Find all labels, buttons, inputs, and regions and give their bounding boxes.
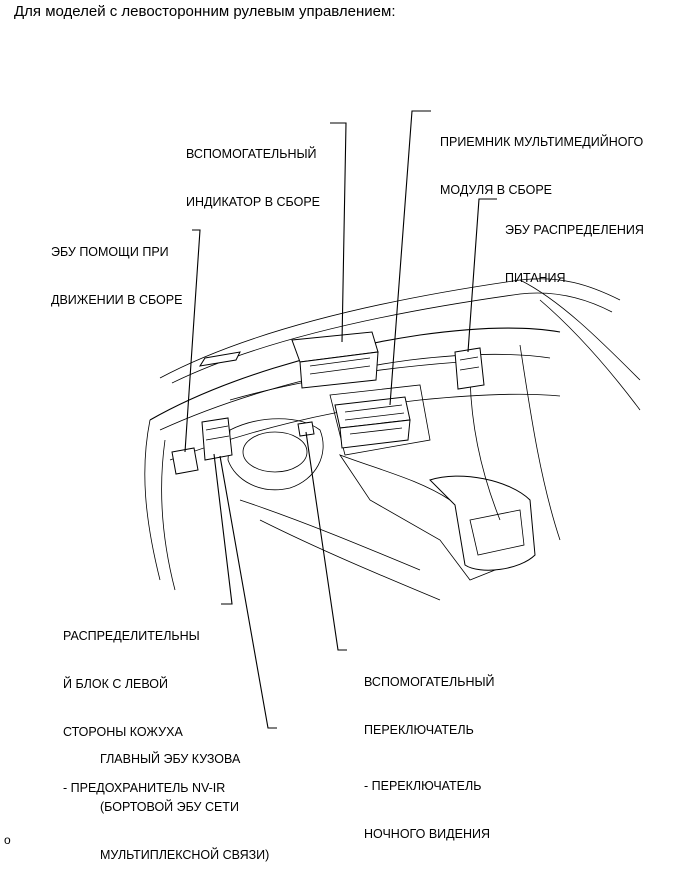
center-stack xyxy=(329,384,431,456)
console-lid-line xyxy=(469,509,525,556)
multimedia-receiver-body xyxy=(339,419,411,449)
label-multimedia-receiver: ПРИЕМНИК МУЛЬТИМЕДИЙНОГО МОДУЛЯ В СБОРЕ xyxy=(440,102,643,214)
label-left-cowl-junction: РАСПРЕДЕЛИТЕЛЬНЫ Й БЛОК С ЛЕВОЙ СТОРОНЫ … xyxy=(63,596,225,812)
windshield-inner xyxy=(171,292,613,384)
dashboard-illustration xyxy=(144,110,641,729)
label-line: МОДУЛЯ В СБОРЕ xyxy=(440,183,552,197)
windshield-outline xyxy=(159,278,621,379)
page-header: Для моделей с левосторонним рулевым упра… xyxy=(14,3,396,20)
label-line: ПЕРЕКЛЮЧАТЕЛЬ xyxy=(364,723,474,737)
label-note: - ПРЕДОХРАНИТЕЛЬ NV-IR xyxy=(63,781,226,795)
label-line: (БОРТОВОЙ ЭБУ СЕТИ xyxy=(100,800,239,814)
label-aux-indicator: ВСПОМОГАТЕЛЬНЫЙ ИНДИКАТОР В СБОРЕ xyxy=(186,114,320,226)
label-note: НОЧНОГО ВИДЕНИЯ xyxy=(364,827,490,841)
right-a-pillar xyxy=(519,279,641,411)
label-main-body-ecu: ГЛАВНЫЙ ЭБУ КУЗОВА (БОРТОВОЙ ЭБУ СЕТИ МУ… xyxy=(100,719,269,879)
steering-shroud xyxy=(227,418,324,491)
dashboard-top xyxy=(149,327,561,421)
label-line: ИНДИКАТОР В СБОРЕ xyxy=(186,195,321,209)
junction-block-part xyxy=(201,417,233,461)
steering-opening xyxy=(242,431,308,473)
label-note: - ПЕРЕКЛЮЧАТЕЛЬ xyxy=(364,779,482,793)
label-line: СТОРОНЫ КОЖУХА xyxy=(63,725,183,739)
driving-assist-ecu-part xyxy=(171,447,199,475)
label-line: ВСПОМОГАТЕЛЬНЫЙ xyxy=(364,675,495,689)
label-line: ЭБУ РАСПРЕДЕЛЕНИЯ xyxy=(505,223,644,237)
defroster-vent xyxy=(198,351,241,367)
center-console xyxy=(338,454,521,581)
label-line: Й БЛОК С ЛЕВОЙ xyxy=(63,677,169,691)
left-door-edge xyxy=(144,419,176,591)
label-line: ПРИЕМНИК МУЛЬТИМЕДИЙНОГО xyxy=(440,135,644,149)
leader-aux-switch xyxy=(305,431,347,651)
floor-line xyxy=(239,499,441,601)
console-armrest xyxy=(429,475,536,571)
label-line: МУЛЬТИПЛЕКСНОЙ СВЯЗИ) xyxy=(100,848,270,862)
leader-multimedia-receiver xyxy=(389,110,431,406)
corner-mark: o xyxy=(4,833,11,847)
leader-main-body-ecu xyxy=(219,455,277,729)
label-driving-assist-ecu: ЭБУ ПОМОЩИ ПРИ ДВИЖЕНИИ В СБОРЕ xyxy=(51,212,182,324)
label-line: ГЛАВНЫЙ ЭБУ КУЗОВА xyxy=(100,752,241,766)
leader-power-dist-ecu xyxy=(467,198,497,353)
dashboard-face xyxy=(159,353,551,431)
aux-switch-part xyxy=(297,421,315,437)
label-line: РАСПРЕДЕЛИТЕЛЬНЫ xyxy=(63,629,200,643)
label-aux-switch: ВСПОМОГАТЕЛЬНЫЙ ПЕРЕКЛЮЧАТЕЛЬ - ПЕРЕКЛЮЧ… xyxy=(364,642,495,858)
label-line: ДВИЖЕНИИ В СБОРЕ xyxy=(51,293,183,307)
label-line: ЭБУ ПОМОЩИ ПРИ xyxy=(51,245,169,259)
leader-aux-indicator xyxy=(330,122,347,343)
leader-driving-assist-ecu xyxy=(184,229,201,453)
label-line: ПИТАНИЯ xyxy=(505,271,566,285)
label-power-dist-ecu: ЭБУ РАСПРЕДЕЛЕНИЯ ПИТАНИЯ xyxy=(505,190,644,302)
leader-junction-block xyxy=(213,453,233,605)
label-line: ВСПОМОГАТЕЛЬНЫЙ xyxy=(186,147,317,161)
